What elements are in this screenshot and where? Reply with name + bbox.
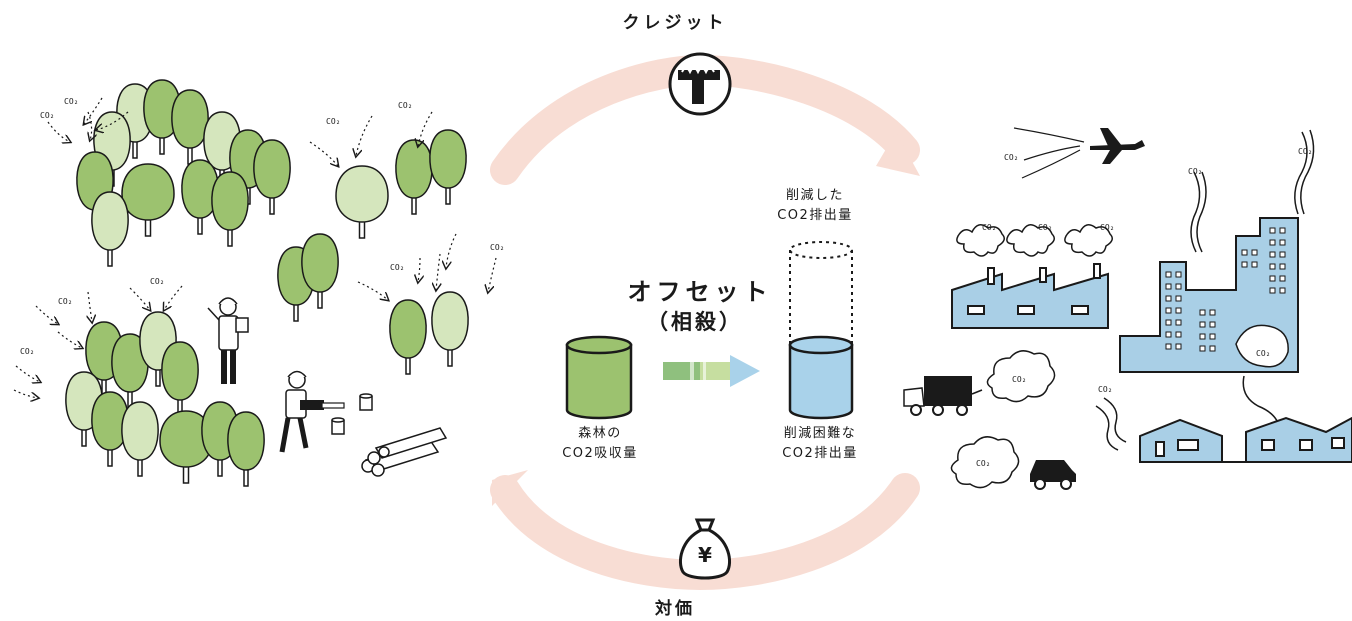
forest-label-line1: 森林の [578,426,622,441]
car-icon [1030,460,1076,490]
co2-mark: CO₂ [64,97,78,106]
offset-title: オフセット [627,278,773,306]
house-smoke [1095,397,1127,451]
price-label: 対価 [655,599,695,619]
airplane-icon [1013,127,1145,179]
forester-figure [207,297,249,384]
log-pile [361,427,448,477]
co2-mark: CO₂ [40,111,54,120]
co2-mark: CO₂ [1188,167,1202,176]
city-co2-marks: CO₂ CO₂ CO₂ CO₂ CO₂ CO₂ CO₂ CO₂ CO₂ CO₂ [976,147,1312,468]
co2-mark: CO₂ [976,459,990,468]
co2-mark: CO₂ [398,101,412,110]
forest-label-line2: CO2吸収量 [562,446,638,461]
hard-label-line2: CO2排出量 [782,446,858,461]
houses [1139,416,1352,463]
hard-label-line1: 削減困難な [783,426,857,441]
co2-mark: CO₂ [490,243,504,252]
co2-mark: CO₂ [1100,223,1114,232]
offset-subtitle: （相殺） [647,310,743,334]
city-illustration: CO₂ CO₂ CO₂ CO₂ CO₂ CO₂ CO₂ CO₂ CO₂ CO₂ [903,127,1352,490]
co2-mark: CO₂ [58,297,72,306]
co2-mark: CO₂ [390,263,404,272]
factory-smoke [956,224,1113,257]
co2-mark: CO₂ [1012,375,1026,384]
hard-to-reduce-emission-label: 削減困難な CO2排出量 [760,424,880,464]
co2-mark: CO₂ [982,223,996,232]
co2-mark: CO₂ [326,117,340,126]
truck-icon [903,376,972,416]
co2-mark: CO₂ [1038,223,1052,232]
reduced-emission-label: 削減した CO2排出量 [760,186,870,226]
credit-label: クレジット [622,13,728,33]
co2-mark: CO₂ [20,347,34,356]
transfer-arrow [663,355,760,387]
chainsaw-worker-figure [279,370,345,453]
co2-mark: CO₂ [1256,349,1270,358]
co2-absorption-arrows [13,97,497,398]
reduced-label-line1: 削減した [785,188,844,203]
building-windows [1165,227,1286,352]
emission-cylinder [788,241,854,420]
exhaust-clouds [950,350,1056,489]
co2-mark: CO₂ [1004,153,1018,162]
factory [951,263,1109,329]
money-bag-yen-icon: ¥ [678,518,732,580]
forest-co2-marks: CO₂ CO₂ CO₂ CO₂ CO₂ CO₂ CO₂ CO₂ CO₂ [20,97,504,356]
co2-mark: CO₂ [1098,385,1112,394]
co2-mark: CO₂ [1298,147,1312,156]
reduced-label-line2: CO2排出量 [777,208,853,223]
tree-stumps [331,393,373,435]
forest-illustration: CO₂ CO₂ CO₂ CO₂ CO₂ CO₂ CO₂ CO₂ CO₂ [13,79,504,487]
forest-absorption-label: 森林の CO2吸収量 [540,424,660,464]
forest-absorption-cylinder [565,335,633,420]
co2-mark: CO₂ [150,277,164,286]
svg-text:¥: ¥ [698,543,712,567]
credit-stamp-icon [668,52,732,116]
